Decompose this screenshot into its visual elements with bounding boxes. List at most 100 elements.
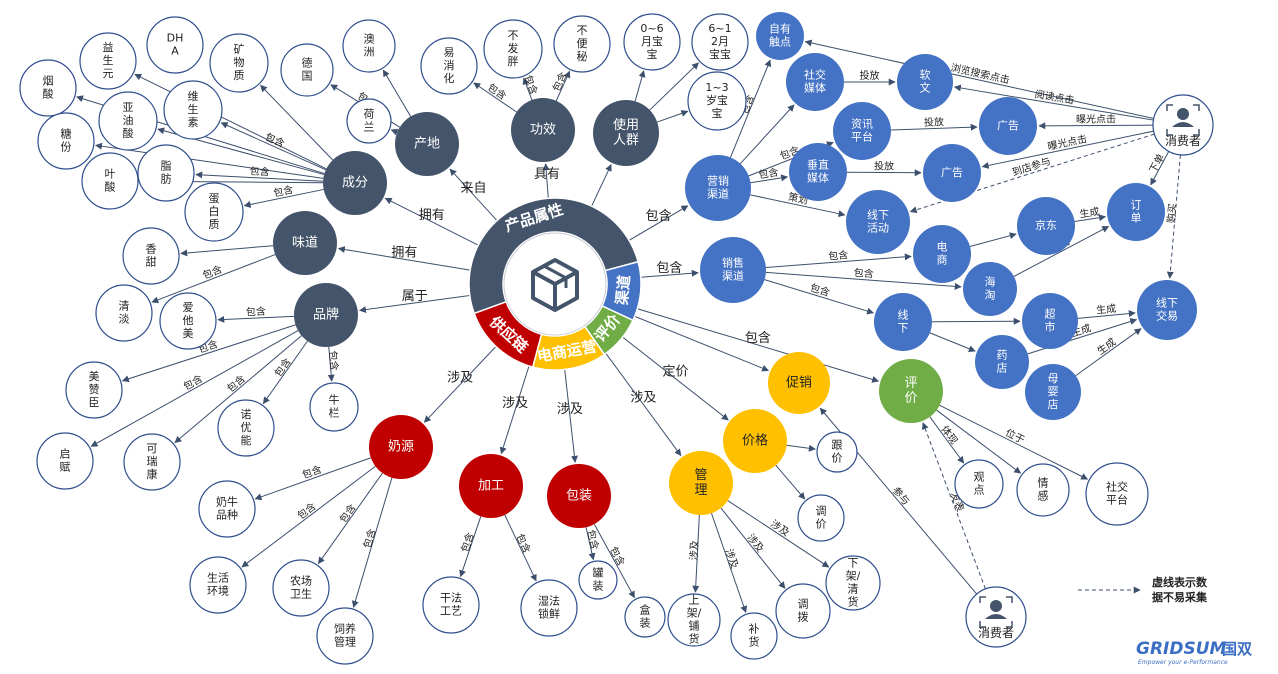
node-baozhuang: 包装 [547,464,611,528]
edge-pingjia-qinggan [936,409,1022,474]
node-label: 饲养 [334,622,356,636]
node-label: 0~6 [640,22,663,35]
node-label: 卫生 [290,587,312,601]
node-tanggan: 糖份 [37,112,95,170]
consumer-frame-icon [979,596,1013,628]
edge-label-center-chandi: 来自 [460,181,486,196]
edge-label-muying-xianxiajy: 生成 [1094,335,1118,357]
brand-name: GRIDSUM [1136,639,1227,659]
brand-tagline: Empower your e-Performance [1138,659,1228,666]
edge-pinpai-keruikang [174,335,302,444]
edge-label-center-naiyuan: 涉及 [447,370,473,385]
node-guanggao1: 广告 [979,97,1037,155]
edge-chandi-helan [390,128,399,136]
edge-baozhuang-hezhuang [593,523,635,599]
node-label: A [171,45,179,58]
node-label: 社交 [1106,480,1128,494]
edge-label-center-baozhuang: 涉及 [557,402,583,417]
consumer-person-icon [1172,108,1194,127]
node-label: 湿法 [538,594,560,608]
edge-label-pinpai-qifu: 包含 [181,372,205,393]
node-genjia: 跟价 [816,431,858,473]
edge-label-consumer1-guanggao2: 曝光点击 [1046,132,1088,153]
node-label: 上 [689,594,700,607]
edge-label-center-pinpai: 属于 [402,289,428,304]
edge-consumer2-pingjia [921,422,986,590]
edge-chengfen-yisheng [134,73,327,170]
product-box-icon [531,258,579,312]
node-label: 订 [1131,199,1142,212]
node-label: 蛋 [209,192,220,205]
node-label: 架/ [846,570,861,583]
node-hezhuang: 盒装 [624,596,666,638]
edge-label-jiagong-shifa: 包含 [513,532,533,556]
node-chandi: 产地 [395,112,459,176]
edge-label-chuizhi-guanggao2: 投放 [874,159,894,172]
edge-chengfen-danbai [243,188,324,208]
node-jiage: 价格 [723,409,787,473]
edge-gongxiao-yixiao [473,82,517,113]
edge-label-pinpai-aitamei: 包含 [246,305,267,319]
edge-center-guanli [605,353,682,457]
edge-label-guanli-buhuo: 涉及 [723,547,742,570]
node-label: 广告 [941,166,963,179]
node-label: 他 [183,314,194,327]
edge-guanli-shangjia [692,514,700,593]
node-chengfen: 成分 [323,151,387,215]
node-guanli: 管理 [669,451,733,515]
node-label: 调 [798,598,809,611]
node-label: 资讯 [851,118,873,131]
node-guanggao2: 广告 [923,144,981,202]
node-label: 脂 [161,159,172,173]
edge-label-center-weidao: 拥有 [391,245,417,260]
edge-naiyuan-nainiu [254,457,372,501]
node-label: 秘 [577,49,588,63]
node-label: 益 [103,40,114,54]
edge-xianxia-yaodian [929,332,976,353]
node-deguo: 德国 [280,43,334,97]
edge-center-xiaoshou [640,269,699,278]
node-label: 2月 [711,35,729,48]
node-label: 矿 [234,43,245,56]
edge-consumer1-ruanwen [953,84,1154,121]
edge-renqun-age06 [634,70,646,102]
node-danbai: 蛋白质 [184,182,244,242]
node-label: 文 [920,81,931,95]
node-label: 易 [444,46,455,59]
node-yaodian: 药店 [975,335,1029,389]
node-label: 赞 [89,383,100,396]
node-label: 盒 [640,603,651,617]
edge-center-jiage [622,336,729,421]
edge-renqun-age612 [649,62,699,111]
edge-pinpai-niulan [327,346,335,382]
hub-segment-supply [473,300,543,368]
node-label: 栏 [329,406,340,420]
node-label: 发 [508,41,519,55]
edge-label-baozhuang-hezhuang: 包含 [607,544,628,568]
node-cuxiao: 促销 [768,352,830,414]
node-label: 生 [103,53,114,67]
node-bufapang: 不发胖 [483,19,543,79]
node-label: 货 [848,595,859,609]
edge-label-center-yingxiao: 包含 [645,208,671,224]
node-pingjia: 评价 [879,359,943,423]
node-label: 锁鲜 [538,607,560,621]
edge-xianxia-chaoshi [931,317,1021,325]
edge-center-yingxiao [628,205,689,241]
edge-gongxiao-bubianmi [555,70,571,102]
node-label: 电 [937,241,948,254]
edge-muying-xianxiajy [1075,328,1142,377]
node-niulan: 牛栏 [309,382,359,432]
node-label: 糖 [61,127,72,141]
node-label: 商 [937,253,948,267]
edge-haitao-dingdan [1013,226,1110,277]
node-helan: 荷兰 [346,98,392,144]
edge-weidao-qingdan [151,254,276,304]
edge-center-naiyuan [423,346,497,423]
node-jiagong: 加工 [459,454,523,518]
